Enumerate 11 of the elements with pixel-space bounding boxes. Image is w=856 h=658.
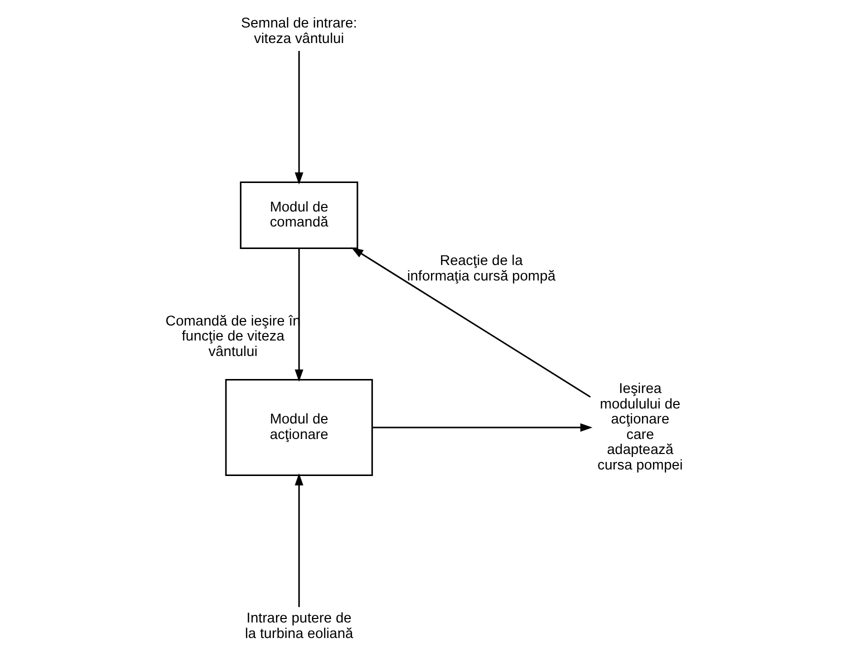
arrow [294,473,303,608]
node-box: Modul de acţionare [224,379,372,476]
node-text: Ieşirea modulului de acţionare care adaptează cursa pompei [597,381,682,474]
arrow [294,50,303,185]
node-box: Modul de comandă [239,182,358,250]
arrow [294,248,303,382]
arrow [350,247,590,398]
arrow [372,423,592,432]
edge-label: Reacţie de la informaţia cursă pompă [406,253,556,284]
node-text: Semnal de intrare: viteza vântului [240,16,357,47]
node-text: Intrare putere de la turbina eoliană [244,610,353,642]
